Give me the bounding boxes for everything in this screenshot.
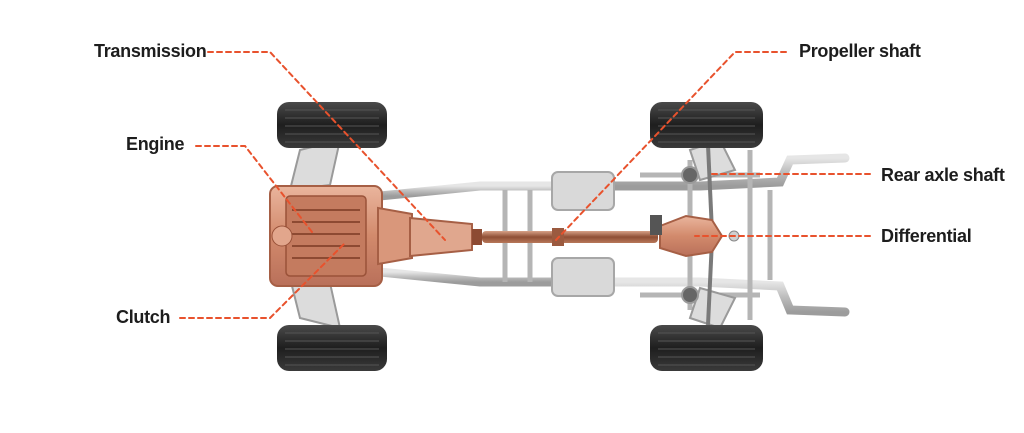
leader-engine	[195, 145, 313, 233]
label-clutch: Clutch	[116, 307, 170, 327]
label-propeller-shaft: Propeller shaft	[799, 41, 921, 61]
clutch-housing	[377, 206, 413, 266]
exhaust-piping	[375, 153, 850, 317]
label-rear-axle-shaft: Rear axle shaft	[881, 165, 1005, 185]
front-left-tire	[277, 102, 387, 148]
label-engine: Engine	[126, 134, 184, 154]
rear-suspension	[681, 138, 737, 330]
engine	[269, 185, 383, 287]
rear-axle	[706, 144, 714, 326]
label-transmission: Transmission	[94, 41, 206, 61]
leader-propeller-shaft	[555, 51, 787, 241]
rear-left-tire	[650, 102, 763, 148]
propeller-shaft	[482, 231, 658, 243]
muffler-top	[551, 171, 615, 211]
front-right-tire	[277, 325, 387, 371]
leader-clutch	[179, 241, 347, 319]
transmission	[409, 216, 482, 258]
label-differential: Differential	[881, 226, 971, 246]
muffler-bottom	[551, 257, 615, 297]
leader-lines	[179, 51, 871, 319]
rear-right-tire	[650, 325, 763, 371]
leader-transmission	[207, 51, 446, 241]
differential	[650, 214, 740, 258]
